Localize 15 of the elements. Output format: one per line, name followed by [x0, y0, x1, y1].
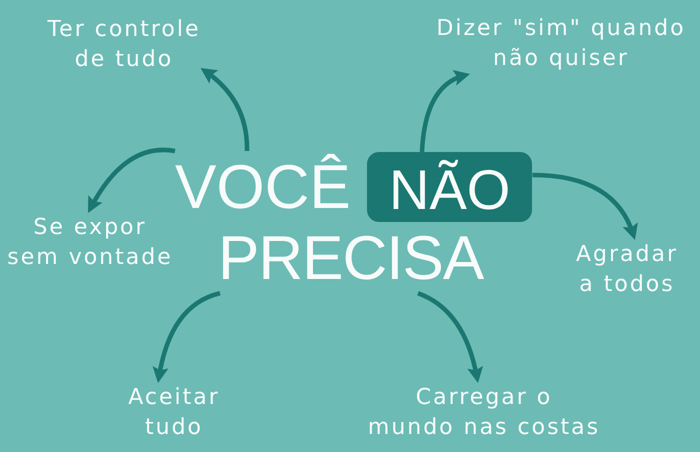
curved-arrow: [532, 172, 638, 240]
curved-arrow: [152, 291, 221, 384]
statement-text: Carregar o mundo nas costas: [368, 383, 600, 443]
curved-arrow: [200, 68, 250, 152]
statement-text: Aceitar tudo: [128, 383, 220, 443]
heading-word: VOCÊ: [175, 151, 351, 226]
curved-arrow: [88, 148, 176, 213]
highlight-tag: NÃO: [367, 152, 532, 222]
curved-arrow: [417, 291, 483, 383]
statement-text: Agradar a todos: [576, 240, 678, 300]
heading-word: PRECISA: [218, 225, 484, 294]
statement-text: Dizer "sim" quando não quiser: [436, 14, 686, 74]
statement-text: Se expor sem vontade: [7, 213, 173, 273]
statement-text: Ter controle de tudo: [47, 15, 201, 75]
curved-arrow: [420, 70, 470, 152]
